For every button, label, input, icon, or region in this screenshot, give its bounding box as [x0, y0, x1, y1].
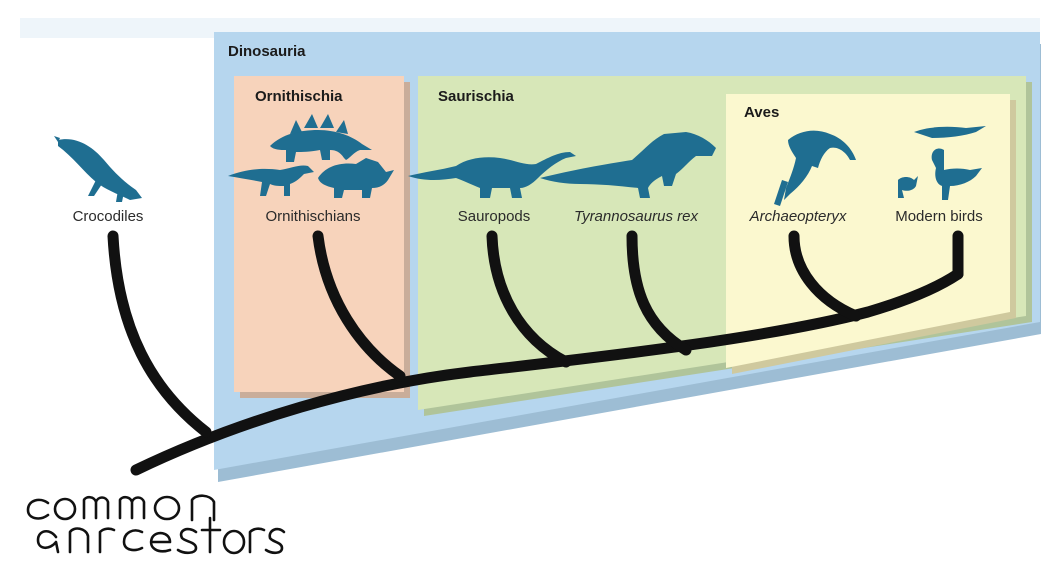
taxon-label-archaeopteryx: Archaeopteryx — [749, 208, 847, 225]
aves-label: Aves — [744, 104, 779, 121]
triceratops-icon — [318, 158, 394, 198]
taxon-label-modern-birds: Modern birds — [895, 208, 983, 225]
sauropod-branch — [486, 230, 572, 368]
taxon-label-sauropods: Sauropods — [458, 208, 531, 225]
sauropod-icon — [408, 152, 576, 198]
taxon-label-tyrannosaurus-rex: Tyrannosaurus rex — [574, 208, 698, 225]
tyrannosaurus-icon — [540, 132, 716, 198]
trex-branch — [626, 230, 692, 356]
cladogram-branches — [107, 230, 964, 476]
ornithischian-branch — [312, 230, 406, 382]
handwritten-annotation: common ancestors — [26, 494, 286, 555]
taxon-label-crocodiles: Crocodiles — [73, 208, 144, 225]
ornithischia-box: Ornithischia — [234, 76, 410, 398]
dinosauria-label: Dinosauria — [228, 43, 306, 60]
modern-birds-icon — [898, 126, 986, 200]
archaeopteryx-branch — [788, 230, 862, 322]
crocodile-icon — [54, 136, 142, 202]
ornithischia-label: Ornithischia — [255, 88, 343, 105]
iguanodon-icon — [228, 165, 314, 196]
handwritten-common — [26, 494, 216, 522]
crocodile-branch — [107, 230, 212, 438]
main-trunk — [130, 268, 964, 476]
taxon-label-ornithischians: Ornithischians — [265, 208, 360, 225]
handwritten-ancestors — [36, 516, 286, 555]
archaeopteryx-icon — [774, 130, 856, 206]
stegosaurus-icon — [270, 114, 372, 162]
saurischia-label: Saurischia — [438, 88, 515, 105]
